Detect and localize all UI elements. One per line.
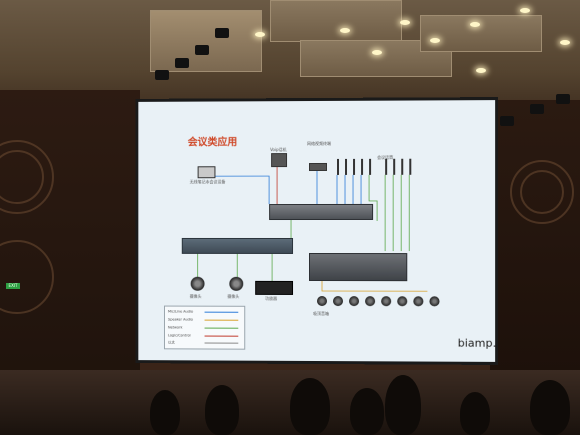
laptop-label: 无线笔记本会议设备 <box>189 179 226 185</box>
audience-head <box>350 388 384 435</box>
ceiling-light <box>372 50 382 55</box>
codec-label: 网络视频终端 <box>307 140 331 147</box>
legend-item: Speaker Audio <box>167 317 193 322</box>
speakers-label: 吸顶音箱 <box>313 310 329 317</box>
stage-spotlight <box>556 94 570 104</box>
speaker-icon <box>413 296 424 307</box>
legend-swatch <box>204 327 239 329</box>
ceiling <box>0 0 580 120</box>
codec-icon <box>309 162 327 172</box>
legend-swatch <box>204 342 239 344</box>
audience-head <box>385 375 421 435</box>
ceiling-coffer <box>270 0 402 42</box>
ceiling-light <box>255 32 265 37</box>
audience-head <box>290 378 330 435</box>
dsp-rack-unit <box>269 203 374 221</box>
ceiling-light <box>400 20 410 25</box>
ceiling-light <box>340 28 350 33</box>
camera-icon <box>190 276 205 291</box>
microphone-icon <box>345 158 348 175</box>
stage-spotlight <box>155 70 169 80</box>
camera-left-label: 摄像头 <box>189 293 202 299</box>
speaker-icon <box>349 296 360 307</box>
stage-spotlight <box>500 116 514 126</box>
legend-item: Logic/Control <box>167 333 191 338</box>
speaker-icon <box>365 296 376 307</box>
microphone-icon <box>353 158 356 175</box>
ceiling-light <box>470 22 480 27</box>
wall-pattern <box>0 240 54 314</box>
laptop-icon <box>197 166 216 179</box>
microphone-icon <box>337 158 340 175</box>
ceiling-light <box>430 38 440 43</box>
camera-right-label: 摄像头 <box>227 293 240 299</box>
wire <box>198 252 238 277</box>
microphone-icon <box>393 158 396 175</box>
microphone-icon <box>385 158 388 175</box>
wiring-legend: Mic/Line Audio Speaker Audio Network Log… <box>163 305 246 350</box>
legend-item: Mic/Line Audio <box>167 309 194 314</box>
legend-swatch <box>204 335 239 337</box>
wall-pattern <box>0 150 44 204</box>
projection-screen: 会议类应用 无线笔记本会议设备 <box>138 100 497 362</box>
speaker-icon <box>381 296 392 307</box>
stage-spotlight <box>195 45 209 55</box>
audience-head <box>205 385 239 435</box>
audience-head <box>150 390 180 435</box>
speaker-icon <box>316 296 327 307</box>
wall-pattern <box>510 160 574 224</box>
exit-sign: EXIT <box>6 283 20 289</box>
ceiling-light <box>476 68 486 73</box>
legend-swatch <box>204 319 239 321</box>
stage-spotlight <box>175 58 189 68</box>
legend-item: Network <box>167 325 183 330</box>
audience <box>0 370 580 435</box>
amp-label: 功放器 <box>265 295 278 301</box>
ceiling-coffer <box>150 10 262 72</box>
microphone-icon <box>369 158 372 175</box>
speaker-icon <box>333 296 344 307</box>
wall-pattern <box>520 170 564 214</box>
stage-spotlight <box>530 104 544 114</box>
legend-item: 以太 <box>167 340 175 345</box>
expander-rack-unit <box>309 252 408 282</box>
ceiling-light <box>520 8 530 13</box>
wiring-diagram <box>138 163 495 362</box>
audience-head <box>460 392 490 435</box>
legend-swatch <box>204 311 239 313</box>
microphone-icon <box>409 158 412 175</box>
phone-icon <box>271 153 288 168</box>
microphone-icon <box>361 158 364 175</box>
right-wall <box>490 100 580 390</box>
ceiling-light <box>560 40 570 45</box>
camera-icon <box>229 276 244 291</box>
stage-spotlight <box>215 28 229 38</box>
network-switch <box>181 237 294 254</box>
audience-head <box>530 380 570 435</box>
speaker-icon <box>397 296 408 307</box>
microphone-icon <box>401 158 404 175</box>
ceiling-coffer <box>420 15 542 52</box>
brand-logo: biamp. <box>457 336 497 350</box>
speaker-icon <box>429 296 440 307</box>
left-wall <box>0 90 140 390</box>
amplifier-unit <box>255 280 294 295</box>
